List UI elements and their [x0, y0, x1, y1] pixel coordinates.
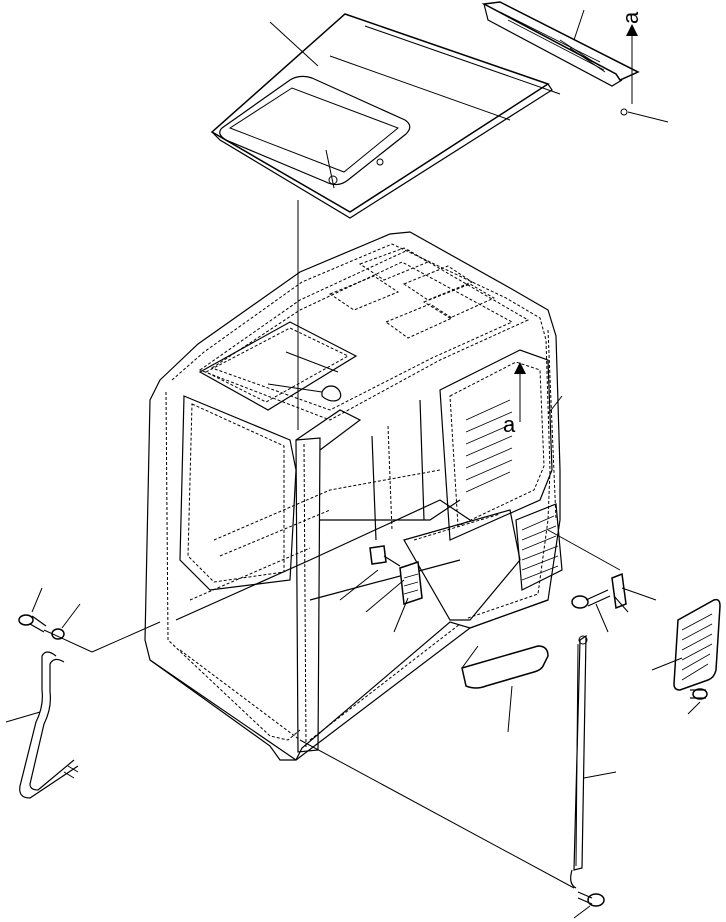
ref-arrow-window-head	[514, 362, 526, 374]
leader-handrail	[5, 711, 41, 723]
leader-bolt-left	[31, 587, 43, 613]
leader-cover-plate	[507, 685, 513, 733]
bracket	[399, 560, 423, 606]
bolt-right	[571, 589, 611, 609]
side-panel	[403, 509, 521, 621]
leader-bolt-rod	[573, 905, 591, 919]
roof-hatch-window	[219, 75, 411, 189]
leader-bracket-b	[393, 597, 409, 633]
leader-screw	[627, 111, 669, 123]
leader-bolt-interior	[339, 569, 379, 601]
cover-plate	[461, 645, 549, 689]
bolt-left	[18, 614, 47, 633]
leader-bolt-right	[595, 603, 609, 633]
support-rod	[570, 634, 588, 889]
door-window-grille	[465, 399, 513, 493]
cab-clip	[321, 385, 342, 402]
left-mount-line-b	[91, 621, 161, 653]
grille-cover	[673, 598, 721, 691]
ref-label-top: a	[618, 11, 643, 24]
ref-label-window: a	[503, 412, 516, 437]
leader-support-rod	[583, 771, 617, 779]
leader-bracket-a	[365, 579, 405, 613]
front-window	[179, 395, 297, 591]
leader-roof-window	[285, 351, 339, 373]
rear-cover	[481, 1, 640, 87]
ref-arrow-top-head	[626, 24, 638, 36]
front-pillar	[295, 437, 321, 753]
handrail	[19, 651, 79, 799]
leader-door	[547, 395, 563, 415]
screw	[620, 108, 628, 116]
leader-washer-left	[61, 603, 81, 629]
leader-bolt-grille	[687, 701, 701, 715]
roof-panel	[210, 13, 561, 219]
side-door	[439, 349, 553, 541]
leader-roof	[269, 21, 319, 67]
cab-frame	[144, 231, 563, 761]
left-mount-line	[43, 629, 93, 653]
leader-panel-tie	[547, 529, 621, 571]
bolt-rod	[577, 891, 605, 907]
rod-mount-line	[299, 739, 575, 889]
bolt-interior	[369, 545, 401, 567]
leader-cab-clip	[267, 383, 323, 393]
rear-vent	[515, 503, 563, 591]
cover-plate-drop-line	[461, 645, 479, 669]
leader-clip-right	[621, 587, 657, 601]
leader-washer-right	[613, 595, 629, 613]
leader-rear-cover	[573, 9, 585, 41]
leader-grille	[651, 657, 683, 671]
clip-right	[611, 572, 627, 610]
bolt-grille	[690, 688, 708, 700]
roof-window	[198, 321, 358, 411]
